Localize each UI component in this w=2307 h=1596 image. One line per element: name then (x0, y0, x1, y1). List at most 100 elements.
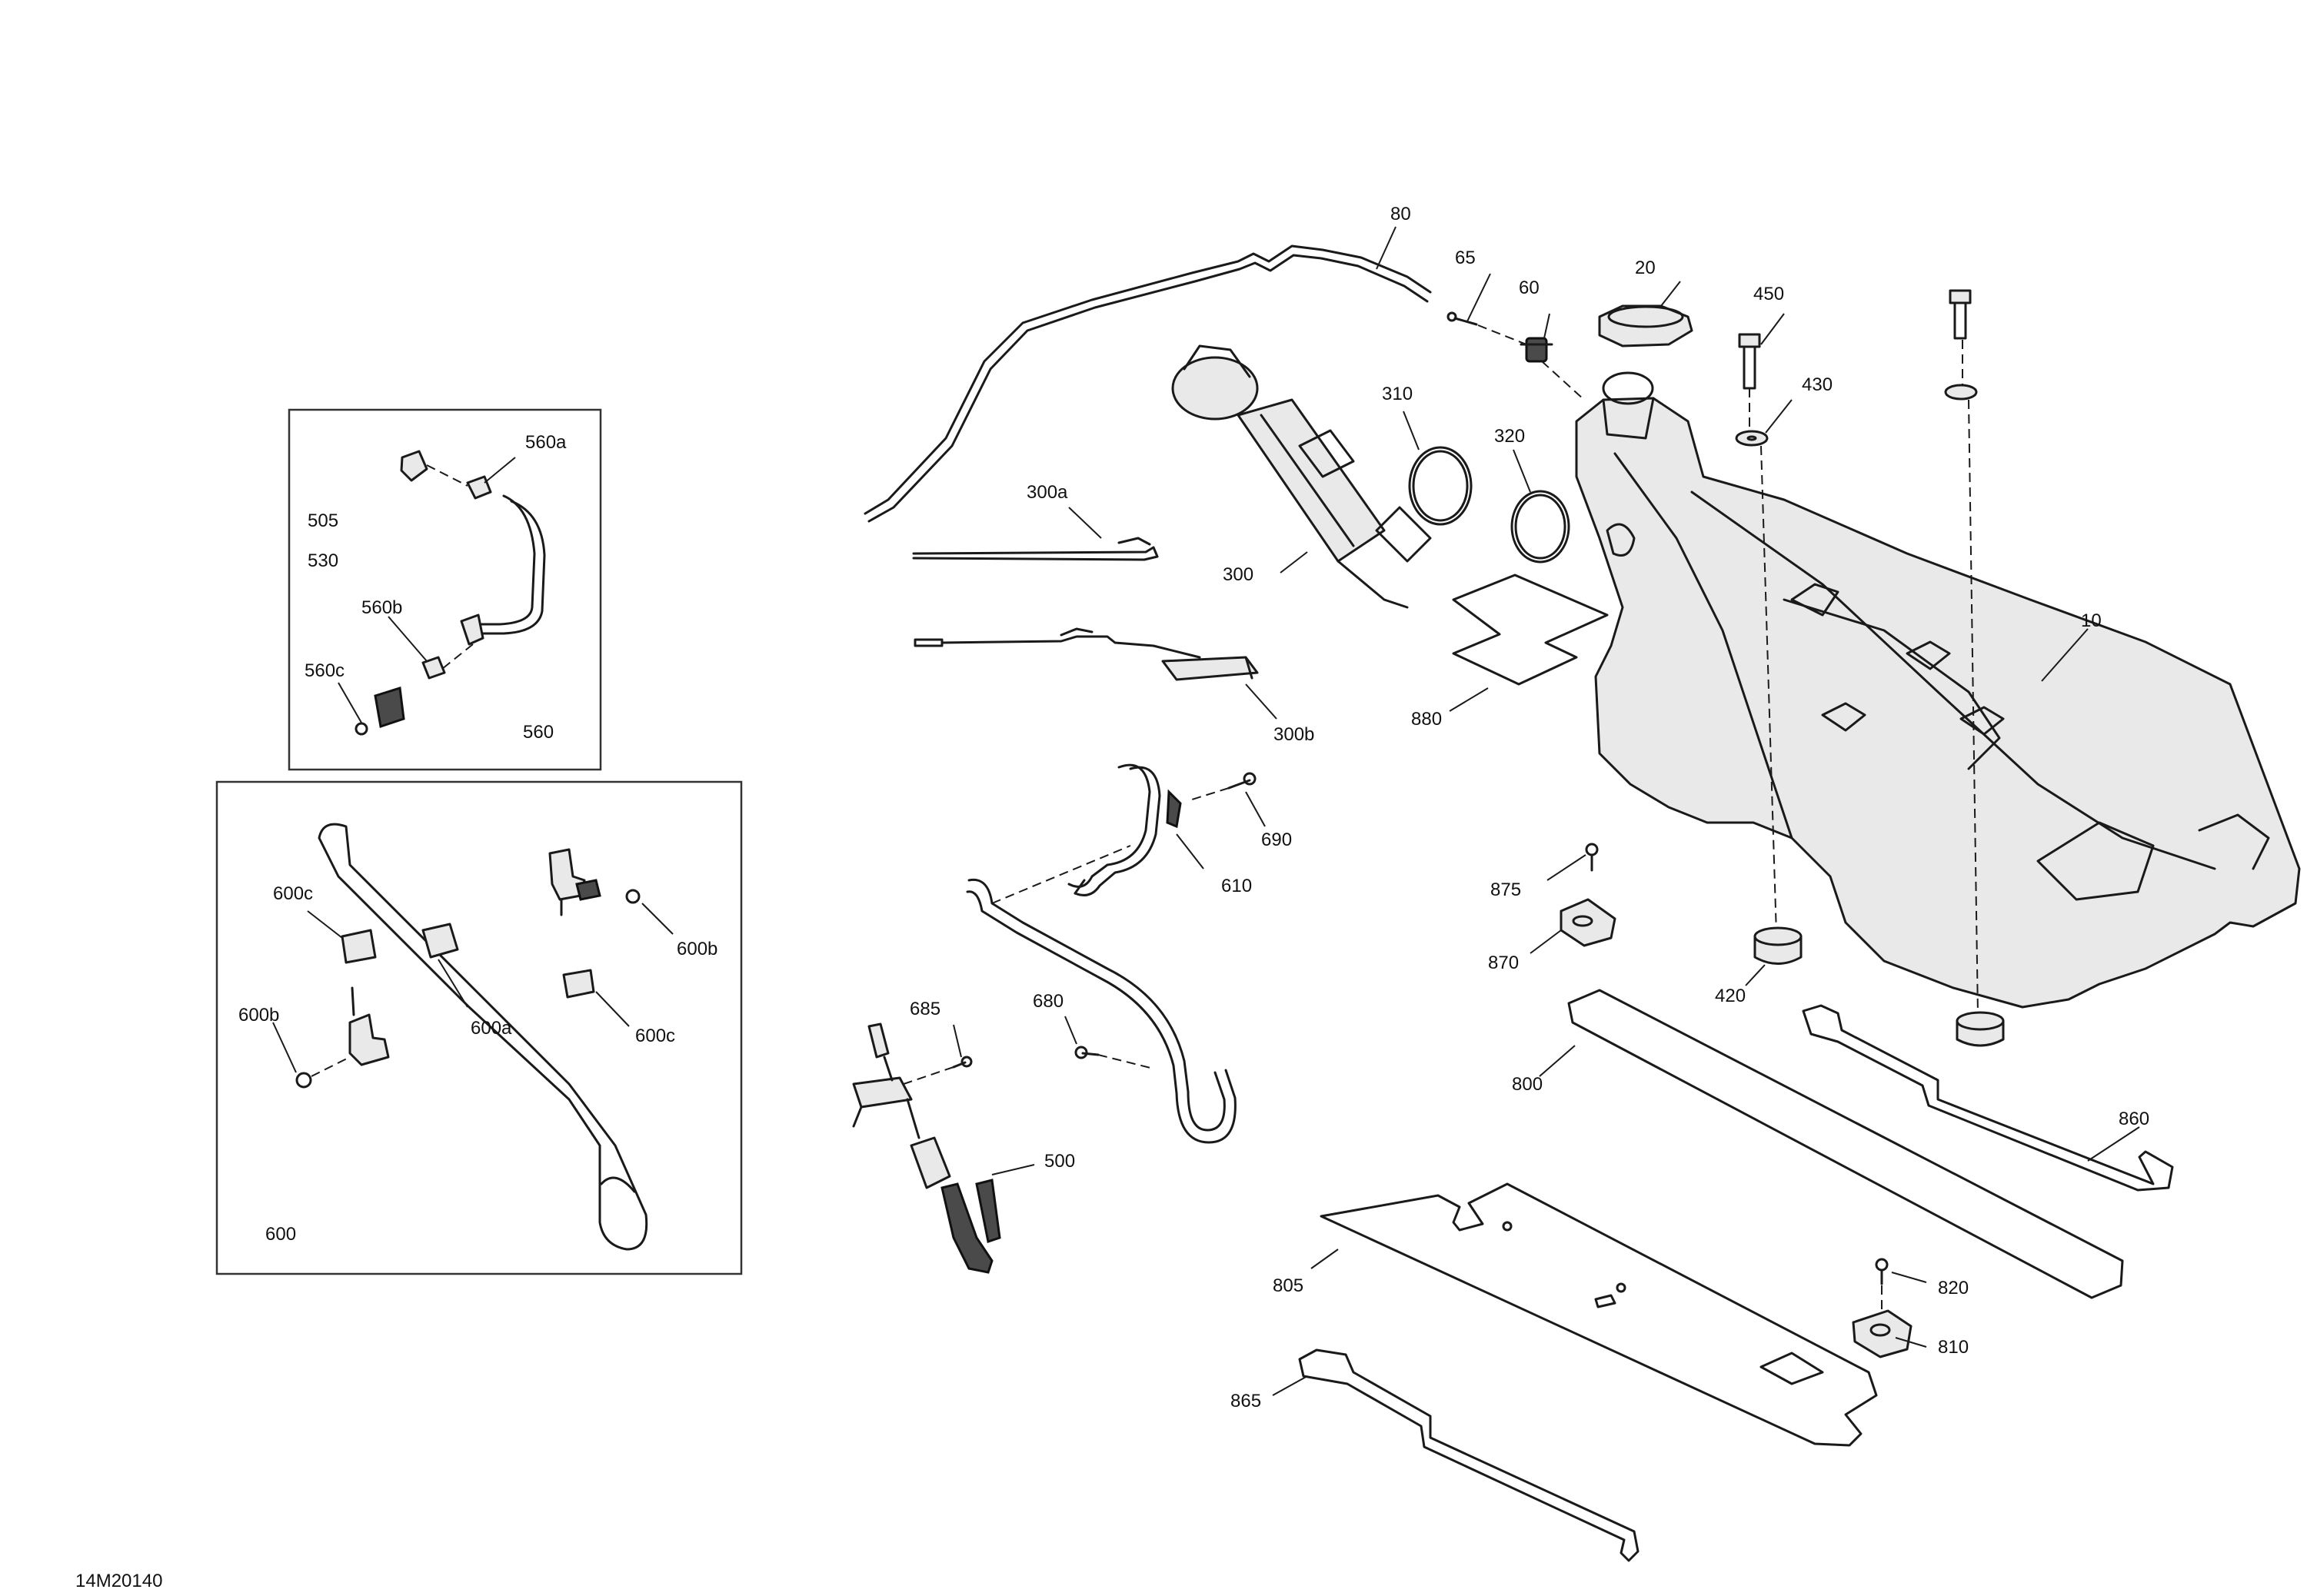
callout-leader-420 (1745, 964, 1766, 986)
heat-shield-plate-800 (1567, 989, 2124, 1299)
bracket-870 (1560, 898, 1616, 947)
callout-leader-65 (1466, 273, 1491, 322)
callout-870: 870 (1488, 953, 1519, 973)
callout-880: 880 (1411, 709, 1442, 730)
callout-800: 800 (1512, 1074, 1543, 1095)
callout-530: 530 (308, 550, 338, 571)
callout-leader-20 (1660, 281, 1681, 307)
callout-600: 600 (265, 1224, 296, 1245)
callout-820: 820 (1938, 1278, 1969, 1298)
callout-560: 560 (523, 722, 554, 743)
fuel-pump-module (1171, 344, 1432, 609)
pad-880 (1452, 574, 1609, 686)
callout-680: 680 (1033, 991, 1064, 1012)
hole-805-a (1502, 1221, 1513, 1232)
callout-505: 505 (308, 510, 338, 531)
clamp-810 (1852, 1309, 1913, 1358)
callout-20: 20 (1635, 258, 1656, 278)
callout-leader-430 (1765, 399, 1793, 434)
callout-leader-685 (953, 1024, 962, 1058)
callout-600b-1: 600b (677, 939, 717, 959)
callout-10: 10 (2081, 610, 2102, 631)
callout-leader-865 (1272, 1375, 1308, 1396)
callout-leader-560c (338, 682, 362, 723)
callout-leader-680 (1064, 1016, 1077, 1045)
callout-600b-2: 600b (238, 1005, 279, 1026)
filter-hose-assembly-500 (852, 1022, 1001, 1274)
screw-65 (1446, 311, 1527, 345)
callout-leader-690 (1245, 791, 1266, 827)
rollover-valve (1520, 337, 1585, 401)
callout-leader-600b-1 (641, 903, 674, 935)
callout-865: 865 (1230, 1391, 1261, 1411)
slot-805 (1594, 1294, 1616, 1308)
callout-420: 420 (1715, 986, 1746, 1006)
strap-bracket-860 (1802, 1004, 2174, 1192)
fuel-float-300b (914, 627, 1259, 681)
diagram-reference-code: 14M20140 (75, 1571, 163, 1591)
callout-430: 430 (1802, 374, 1833, 395)
callout-560c: 560c (305, 660, 345, 681)
callout-300a: 300a (1027, 482, 1068, 503)
callout-65: 65 (1455, 248, 1476, 268)
tank-bolt-right (1944, 289, 1979, 1016)
screw-685 (903, 1056, 973, 1085)
callout-leader-560b (388, 616, 428, 662)
callout-leader-450 (1760, 313, 1785, 345)
callout-875: 875 (1490, 879, 1521, 900)
callout-60: 60 (1519, 278, 1540, 298)
callout-leader-80 (1376, 226, 1397, 270)
callout-560a: 560a (525, 432, 567, 453)
filler-hose-assembly-600 (295, 823, 648, 1251)
callout-leader-880 (1449, 687, 1489, 712)
tank-bolt-450 (1738, 333, 1761, 431)
inset-frame-560 (288, 408, 602, 771)
gasket-ring-310 (1408, 446, 1473, 526)
callout-leader-600b-2 (272, 1022, 297, 1073)
heat-shield-plate-805 (1320, 1182, 1878, 1447)
callout-80: 80 (1390, 204, 1411, 224)
callout-leader-10 (2041, 628, 2089, 682)
callout-320: 320 (1494, 426, 1525, 447)
grommet-420 (1753, 926, 1803, 965)
callout-860: 860 (2119, 1109, 2149, 1129)
callout-leader-300a (1068, 507, 1102, 539)
screw-875 (1585, 843, 1599, 872)
callout-leader-500 (991, 1164, 1035, 1175)
screw-820 (1875, 1258, 1889, 1315)
callout-leader-860 (2087, 1126, 2140, 1162)
hole-805-b (1616, 1282, 1626, 1293)
callout-leader-805 (1310, 1249, 1339, 1269)
strap-bracket-865 (1298, 1348, 1640, 1562)
callout-leader-800 (1539, 1045, 1576, 1077)
callout-600c-2: 600c (635, 1026, 675, 1046)
callout-leader-610 (1176, 833, 1204, 869)
callout-600c-1: 600c (273, 883, 313, 904)
fuel-filler-cap (1598, 304, 1693, 347)
callout-leader-300b (1245, 683, 1277, 720)
callout-leader-560a (484, 457, 516, 484)
callout-leader-600c-1 (307, 910, 343, 939)
screw-680 (1074, 1046, 1154, 1069)
callout-805: 805 (1273, 1275, 1303, 1296)
callout-leader-870 (1530, 929, 1562, 954)
inset-frame-600 (215, 780, 743, 1275)
vent-hose-assembly-560 (355, 450, 546, 736)
callout-leader-875 (1546, 854, 1586, 881)
callout-810: 810 (1938, 1337, 1969, 1358)
callout-310: 310 (1382, 384, 1413, 404)
fuel-supply-hose (966, 845, 1237, 1144)
hose-610 (1067, 763, 1182, 896)
callout-450: 450 (1753, 284, 1784, 304)
callout-685: 685 (910, 999, 940, 1019)
callout-leader-300 (1280, 551, 1308, 574)
grommet-right (1956, 1011, 2005, 1047)
callout-560b: 560b (361, 597, 402, 618)
callout-leader-320 (1513, 449, 1531, 493)
gasket-ring-320 (1510, 490, 1570, 564)
callout-300: 300 (1223, 564, 1253, 585)
fuel-tank (1575, 371, 2301, 1009)
callout-610: 610 (1221, 876, 1252, 896)
callout-690: 690 (1261, 830, 1292, 850)
